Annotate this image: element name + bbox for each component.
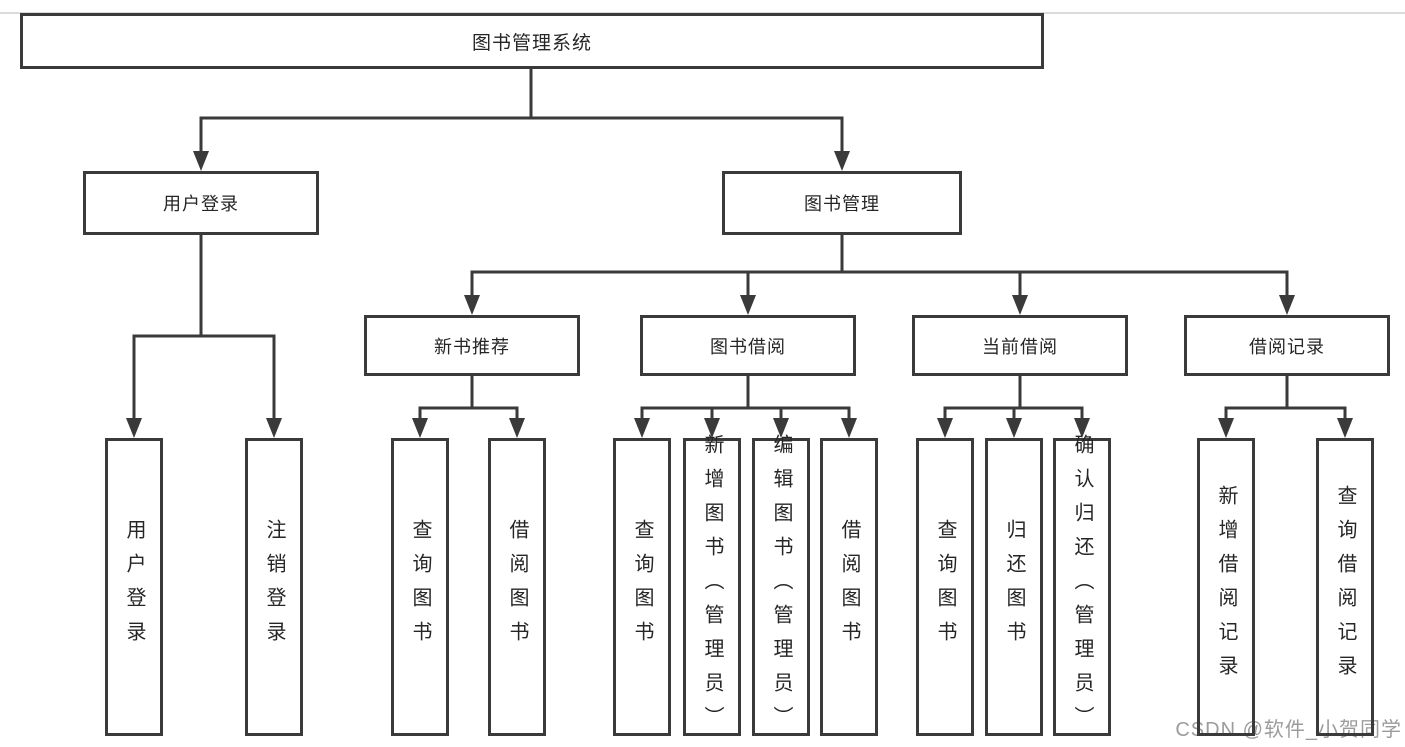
leaf-label: 查询借阅记录	[1334, 485, 1356, 689]
leaf-user-login: 用户登录	[105, 438, 163, 736]
arrow-icon	[464, 295, 480, 315]
leaf-label: 查询图书	[934, 519, 956, 655]
node-book-management: 图书管理	[722, 171, 962, 235]
node-book-borrowing: 图书借阅	[640, 315, 856, 376]
leaf-query-borrow-record: 查询借阅记录	[1316, 438, 1374, 736]
arrow-icon	[509, 418, 525, 438]
connector-user-login-children	[132, 233, 276, 422]
arrowheads-level2	[464, 295, 1295, 315]
arrow-icon	[1279, 295, 1295, 315]
arrow-icon	[412, 418, 428, 438]
node-user-login: 用户登录	[83, 171, 319, 235]
leaf-label: 确认归还（管理员）	[1071, 434, 1093, 740]
arrow-icon	[834, 151, 850, 171]
arrow-icon	[704, 418, 720, 438]
node-new-book-recommend: 新书推荐	[364, 315, 580, 376]
leaf-label: 新增图书（管理员）	[701, 434, 723, 740]
connector-current-borrow-children	[943, 374, 1084, 422]
connector-new-book-children	[418, 374, 519, 422]
arrow-icon	[1012, 295, 1028, 315]
arrow-icon	[126, 418, 142, 438]
arrow-icon	[740, 295, 756, 315]
leaf-borrow-books: 借阅图书	[820, 438, 878, 736]
arrowheads-level1	[193, 151, 850, 171]
arrow-icon	[193, 151, 209, 171]
connector-root-to-level1	[199, 67, 844, 155]
arrow-icon	[1074, 418, 1090, 438]
leaf-label: 归还图书	[1003, 519, 1025, 655]
node-borrowing-records: 借阅记录	[1184, 315, 1390, 376]
arrowheads-user-login	[126, 418, 282, 438]
leaf-query-books-newbook: 查询图书	[391, 438, 449, 736]
node-label: 图书管理	[804, 194, 880, 214]
leaf-return-books: 归还图书	[985, 438, 1043, 736]
csdn-watermark: CSDN @软件_小贺同学	[1175, 719, 1402, 741]
leaf-label: 查询图书	[409, 519, 431, 655]
arrow-icon	[1218, 418, 1234, 438]
arrow-icon	[1006, 418, 1022, 438]
leaf-label: 注销登录	[263, 519, 285, 655]
leaf-query-books-borrow: 查询图书	[613, 438, 671, 736]
leaf-confirm-return-admin: 确认归还（管理员）	[1053, 434, 1111, 740]
node-label: 借阅记录	[1249, 336, 1325, 357]
node-label: 新书推荐	[434, 336, 510, 357]
leaf-label: 编辑图书（管理员）	[770, 434, 792, 740]
leaf-label: 查询图书	[631, 519, 653, 655]
node-label: 当前借阅	[982, 336, 1058, 357]
arrow-icon	[841, 418, 857, 438]
leaf-borrow-books-newbook: 借阅图书	[488, 438, 546, 736]
leaf-label: 借阅图书	[838, 519, 860, 655]
node-root-label: 图书管理系统	[471, 32, 592, 54]
leaf-add-books-admin: 新增图书（管理员）	[683, 434, 741, 740]
node-current-borrowing: 当前借阅	[912, 315, 1128, 376]
leaf-query-books-current: 查询图书	[916, 438, 974, 736]
arrow-icon	[773, 418, 789, 438]
node-root-system: 图书管理系统	[20, 13, 1044, 69]
leaf-logout: 注销登录	[245, 438, 303, 736]
arrow-icon	[937, 418, 953, 438]
connector-book-borrow-children	[640, 374, 851, 422]
arrowheads-leaves	[412, 418, 1353, 438]
leaf-add-borrow-record: 新增借阅记录	[1197, 438, 1255, 736]
leaf-label: 用户登录	[123, 519, 145, 655]
arrow-icon	[1337, 418, 1353, 438]
leaf-label: 借阅图书	[506, 519, 528, 655]
arrow-icon	[634, 418, 650, 438]
connector-book-mgmt-to-level2	[470, 233, 1289, 300]
node-label: 用户登录	[163, 194, 239, 214]
leaf-label: 新增借阅记录	[1215, 485, 1237, 689]
leaf-edit-books-admin: 编辑图书（管理员）	[752, 434, 810, 740]
node-label: 图书借阅	[710, 336, 786, 357]
connector-borrow-record-children	[1224, 374, 1347, 422]
arrow-icon	[266, 418, 282, 438]
